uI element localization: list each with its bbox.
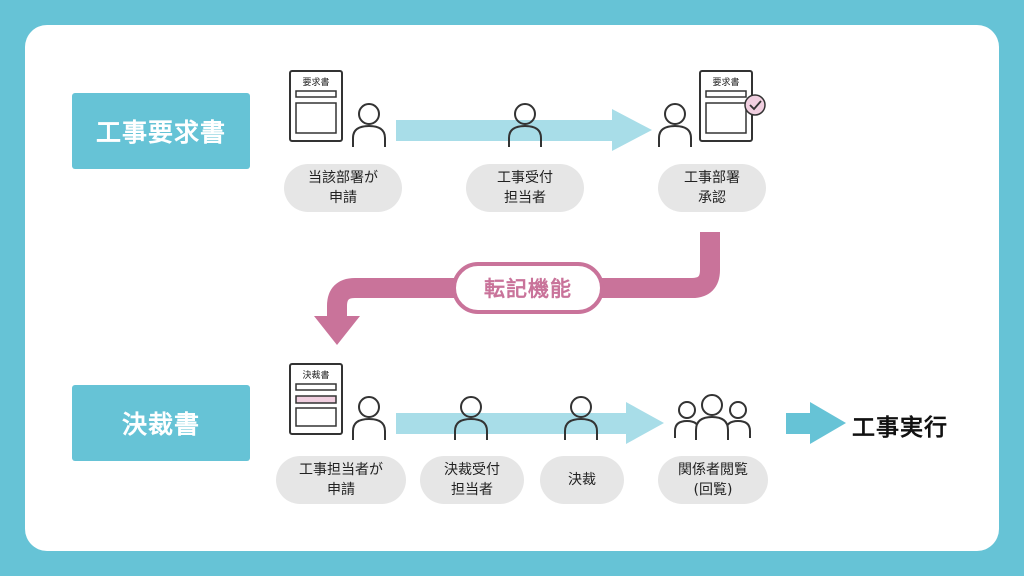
- doc-label-text: 要求書: [712, 76, 739, 88]
- step-line2: 担当者: [451, 482, 493, 498]
- step-line2: (回覧): [693, 482, 733, 498]
- group-icon: [674, 394, 751, 440]
- person-icon: [352, 396, 386, 440]
- step-line2: 承認: [698, 190, 726, 206]
- decision-step-decide: 決裁: [540, 456, 624, 504]
- doc-label-text: 決裁書: [302, 369, 329, 381]
- step-line2: 申請: [327, 482, 355, 498]
- step-line1: 関係者閲覧: [678, 462, 748, 478]
- document-icon: 要求書: [699, 70, 753, 142]
- step-line1: 工事部署: [684, 170, 740, 186]
- document-icon: 決裁書: [289, 363, 343, 435]
- person-icon: [658, 103, 692, 147]
- step-line1: 工事受付: [497, 170, 553, 186]
- transfer-function-label: 転記機能: [452, 262, 604, 314]
- step-line1: 決裁: [568, 472, 596, 488]
- decision-row-label: 決裁書: [72, 385, 250, 461]
- person-icon: [352, 103, 386, 147]
- person-icon: [508, 103, 542, 147]
- step-line1: 当該部署が: [308, 170, 378, 186]
- decision-step-applicant: 工事担当者が申請: [276, 456, 406, 504]
- person-icon: [454, 396, 488, 440]
- doc-label-text: 要求書: [302, 76, 329, 88]
- person-icon: [564, 396, 598, 440]
- arrow-right-icon: [396, 109, 652, 151]
- decision-step-receiver: 決裁受付担当者: [420, 456, 524, 504]
- request-step-approval: 工事部署承認: [658, 164, 766, 212]
- result-label: 工事実行: [852, 415, 948, 441]
- request-step-applicant: 当該部署が申請: [284, 164, 402, 212]
- step-line2: 担当者: [504, 190, 546, 206]
- document-icon: 要求書: [289, 70, 343, 142]
- decision-step-circulation: 関係者閲覧 (回覧): [658, 456, 768, 504]
- request-row-label: 工事要求書: [72, 93, 250, 169]
- step-line1: 決裁受付: [444, 462, 500, 478]
- arrow-right-icon: [396, 402, 664, 444]
- step-line2: 申請: [329, 190, 357, 206]
- check-badge-icon: [744, 94, 766, 116]
- request-step-receiver: 工事受付担当者: [466, 164, 584, 212]
- step-line1: 工事担当者が: [299, 462, 383, 478]
- arrow-right-icon: [786, 402, 846, 444]
